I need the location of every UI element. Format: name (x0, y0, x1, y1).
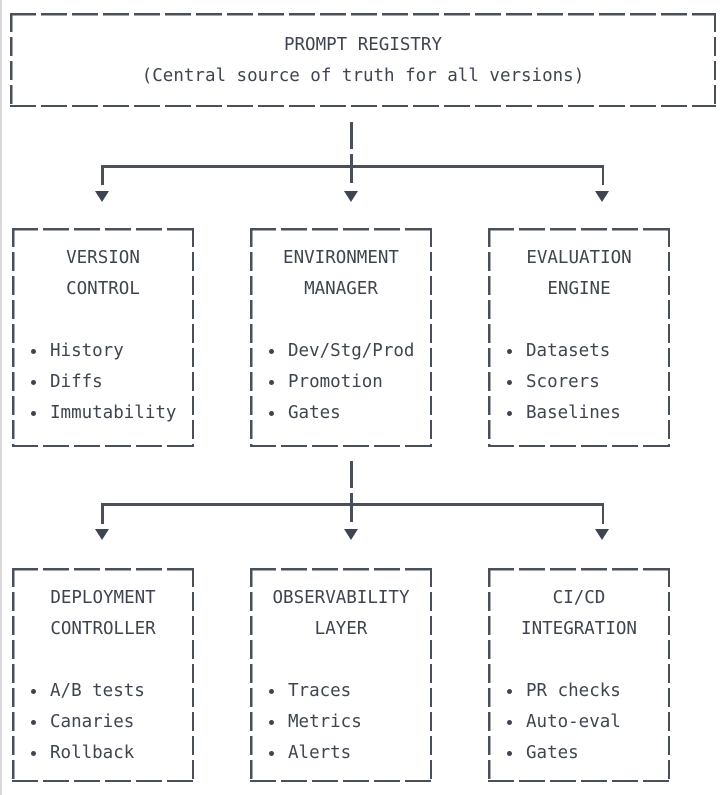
node-title-line: CONTROLLER (50, 619, 156, 639)
node-observability-layer: OBSERVABILITY LAYER Traces Metrics Alert… (250, 568, 432, 782)
bullet-item: Gates (250, 398, 432, 429)
node-title-line: DEPLOYMENT (50, 588, 156, 608)
arrowhead-down-icon (344, 191, 358, 202)
node-cicd-integration: CI/CD INTEGRATION PR checks Auto-eval Ga… (488, 568, 670, 782)
bullet-item: Baselines (488, 398, 670, 429)
bullet-item: Traces (250, 676, 432, 707)
connector-bottom-stub-center (350, 505, 353, 522)
bullet-item: Canaries (12, 707, 194, 738)
bullet-item: Gates (488, 738, 670, 769)
bullet-item: History (12, 336, 194, 367)
connector-top-vline (350, 122, 353, 166)
node-title-line: VERSION (66, 248, 140, 268)
node-prompt-registry: PROMPT REGISTRY (Central source of truth… (10, 13, 716, 107)
node-title-line: OBSERVABILITY (272, 588, 410, 608)
bullet-list: Dev/Stg/Prod Promotion Gates (250, 336, 432, 429)
bullet-item: Auto-eval (488, 707, 670, 738)
bullet-item: Diffs (12, 367, 194, 398)
connector-bottom-hline (101, 503, 604, 506)
bullet-item: Immutability (12, 398, 194, 429)
connector-top-stub-left (101, 165, 104, 185)
node-title-line: INTEGRATION (521, 619, 637, 639)
bullet-list: PR checks Auto-eval Gates (488, 676, 670, 769)
connector-bottom-stub-left (101, 503, 104, 524)
node-title: PROMPT REGISTRY (283, 35, 443, 55)
bullet-item: Alerts (250, 738, 432, 769)
left-edge-line (0, 0, 2, 795)
connector-bottom-vline (350, 461, 353, 504)
node-title-line: EVALUATION (526, 248, 632, 268)
bullet-item: PR checks (488, 676, 670, 707)
bullet-item: Rollback (12, 738, 194, 769)
bullet-item: Promotion (250, 367, 432, 398)
arrowhead-down-icon (595, 529, 609, 540)
bullet-item: Metrics (250, 707, 432, 738)
node-evaluation-engine: EVALUATION ENGINE Datasets Scorers Basel… (488, 228, 670, 447)
node-title-line: ENGINE (547, 279, 611, 299)
node-environment-manager: ENVIRONMENT MANAGER Dev/Stg/Prod Promoti… (250, 228, 432, 447)
node-title-line: MANAGER (304, 279, 378, 299)
bullet-item: Dev/Stg/Prod (250, 336, 432, 367)
node-title-line: LAYER (314, 619, 368, 639)
arrowhead-down-icon (95, 191, 109, 202)
arrowhead-down-icon (344, 529, 358, 540)
connector-bottom-stub-right (601, 503, 604, 524)
bullet-list: History Diffs Immutability (12, 336, 194, 429)
node-deployment-controller: DEPLOYMENT CONTROLLER A/B tests Canaries… (12, 568, 194, 782)
bullet-list: Datasets Scorers Baselines (488, 336, 670, 429)
node-title-line: CI/CD (552, 588, 606, 608)
arrowhead-down-icon (595, 191, 609, 202)
bullet-list: Traces Metrics Alerts (250, 676, 432, 769)
connector-top-stub-right (601, 165, 604, 185)
connector-top-hline (101, 165, 604, 168)
bullet-list: A/B tests Canaries Rollback (12, 676, 194, 769)
connector-top-stub-center (350, 166, 353, 183)
node-subtitle: (Central source of truth for all version… (141, 66, 585, 86)
node-version-control: VERSION CONTROL History Diffs Immutabili… (12, 228, 194, 447)
node-title-line: ENVIRONMENT (283, 248, 399, 268)
node-title-line: CONTROL (66, 279, 140, 299)
bullet-item: Scorers (488, 367, 670, 398)
bullet-item: A/B tests (12, 676, 194, 707)
bullet-item: Datasets (488, 336, 670, 367)
arrowhead-down-icon (95, 529, 109, 540)
